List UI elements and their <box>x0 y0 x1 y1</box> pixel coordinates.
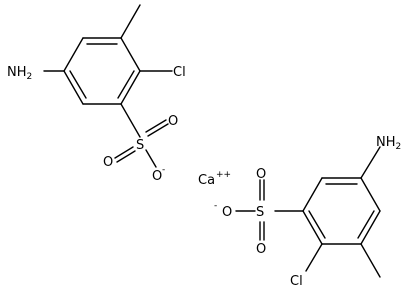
m2-double-bond <box>357 210 375 239</box>
m1-so-double-bond <box>147 123 169 137</box>
m1-amine-label: NH2 <box>7 65 32 82</box>
m1-oxide-label: O <box>152 169 162 184</box>
m1-oxygen-left-label: O <box>103 155 113 170</box>
m2-methyl-bond <box>360 243 381 278</box>
m1-so-double-bond <box>114 146 134 159</box>
m1-so-double-bond <box>116 150 136 163</box>
m2-oxygen-top-label: O <box>256 167 266 182</box>
m2-double-bond <box>308 210 326 239</box>
m2-chlorine-label: Cl <box>290 274 303 289</box>
m2-sulfur-label: S <box>256 205 264 220</box>
m1-double-bond <box>117 70 135 99</box>
m1-ring-bond <box>63 37 84 72</box>
m2-amine-bond <box>360 146 381 179</box>
m2-ring-bond <box>360 177 381 212</box>
m2-ring-bond <box>360 210 381 245</box>
m1-so-double-bond <box>145 119 167 133</box>
m1-ring-bond <box>120 37 141 72</box>
m1-oxide-charge: - <box>162 165 165 175</box>
m2-oxide-charge: - <box>214 201 217 211</box>
m1-ring-bond <box>63 70 84 105</box>
m1-sulfur-label: S <box>136 138 144 153</box>
m2-amine-label: NH2 <box>376 135 401 152</box>
m2-ring-bond <box>302 210 323 245</box>
m2-oxide-label: O <box>222 205 232 220</box>
m2-ring-bond <box>302 177 323 212</box>
m2-chloro-bond <box>305 243 323 272</box>
calcium-charge: ++ <box>216 170 231 180</box>
molecule-2: NH2 S O O - O Cl <box>214 135 401 289</box>
m2-oxygen-bottom-label: O <box>256 242 266 257</box>
m1-sulfonyl-bond <box>120 103 141 138</box>
calcium-ion: Ca ++ <box>198 170 231 188</box>
m1-double-bond <box>69 70 87 99</box>
m1-chlorine-label: Cl <box>173 65 186 80</box>
molecule-1: NH2 Cl S O O O - <box>7 4 186 184</box>
m1-methyl-bond <box>120 4 141 39</box>
calcium-symbol: Ca <box>198 173 215 188</box>
m1-s-o-single-bond <box>145 149 157 168</box>
m1-oxygen-top-label: O <box>168 114 178 129</box>
m1-ring-bond <box>120 70 141 105</box>
